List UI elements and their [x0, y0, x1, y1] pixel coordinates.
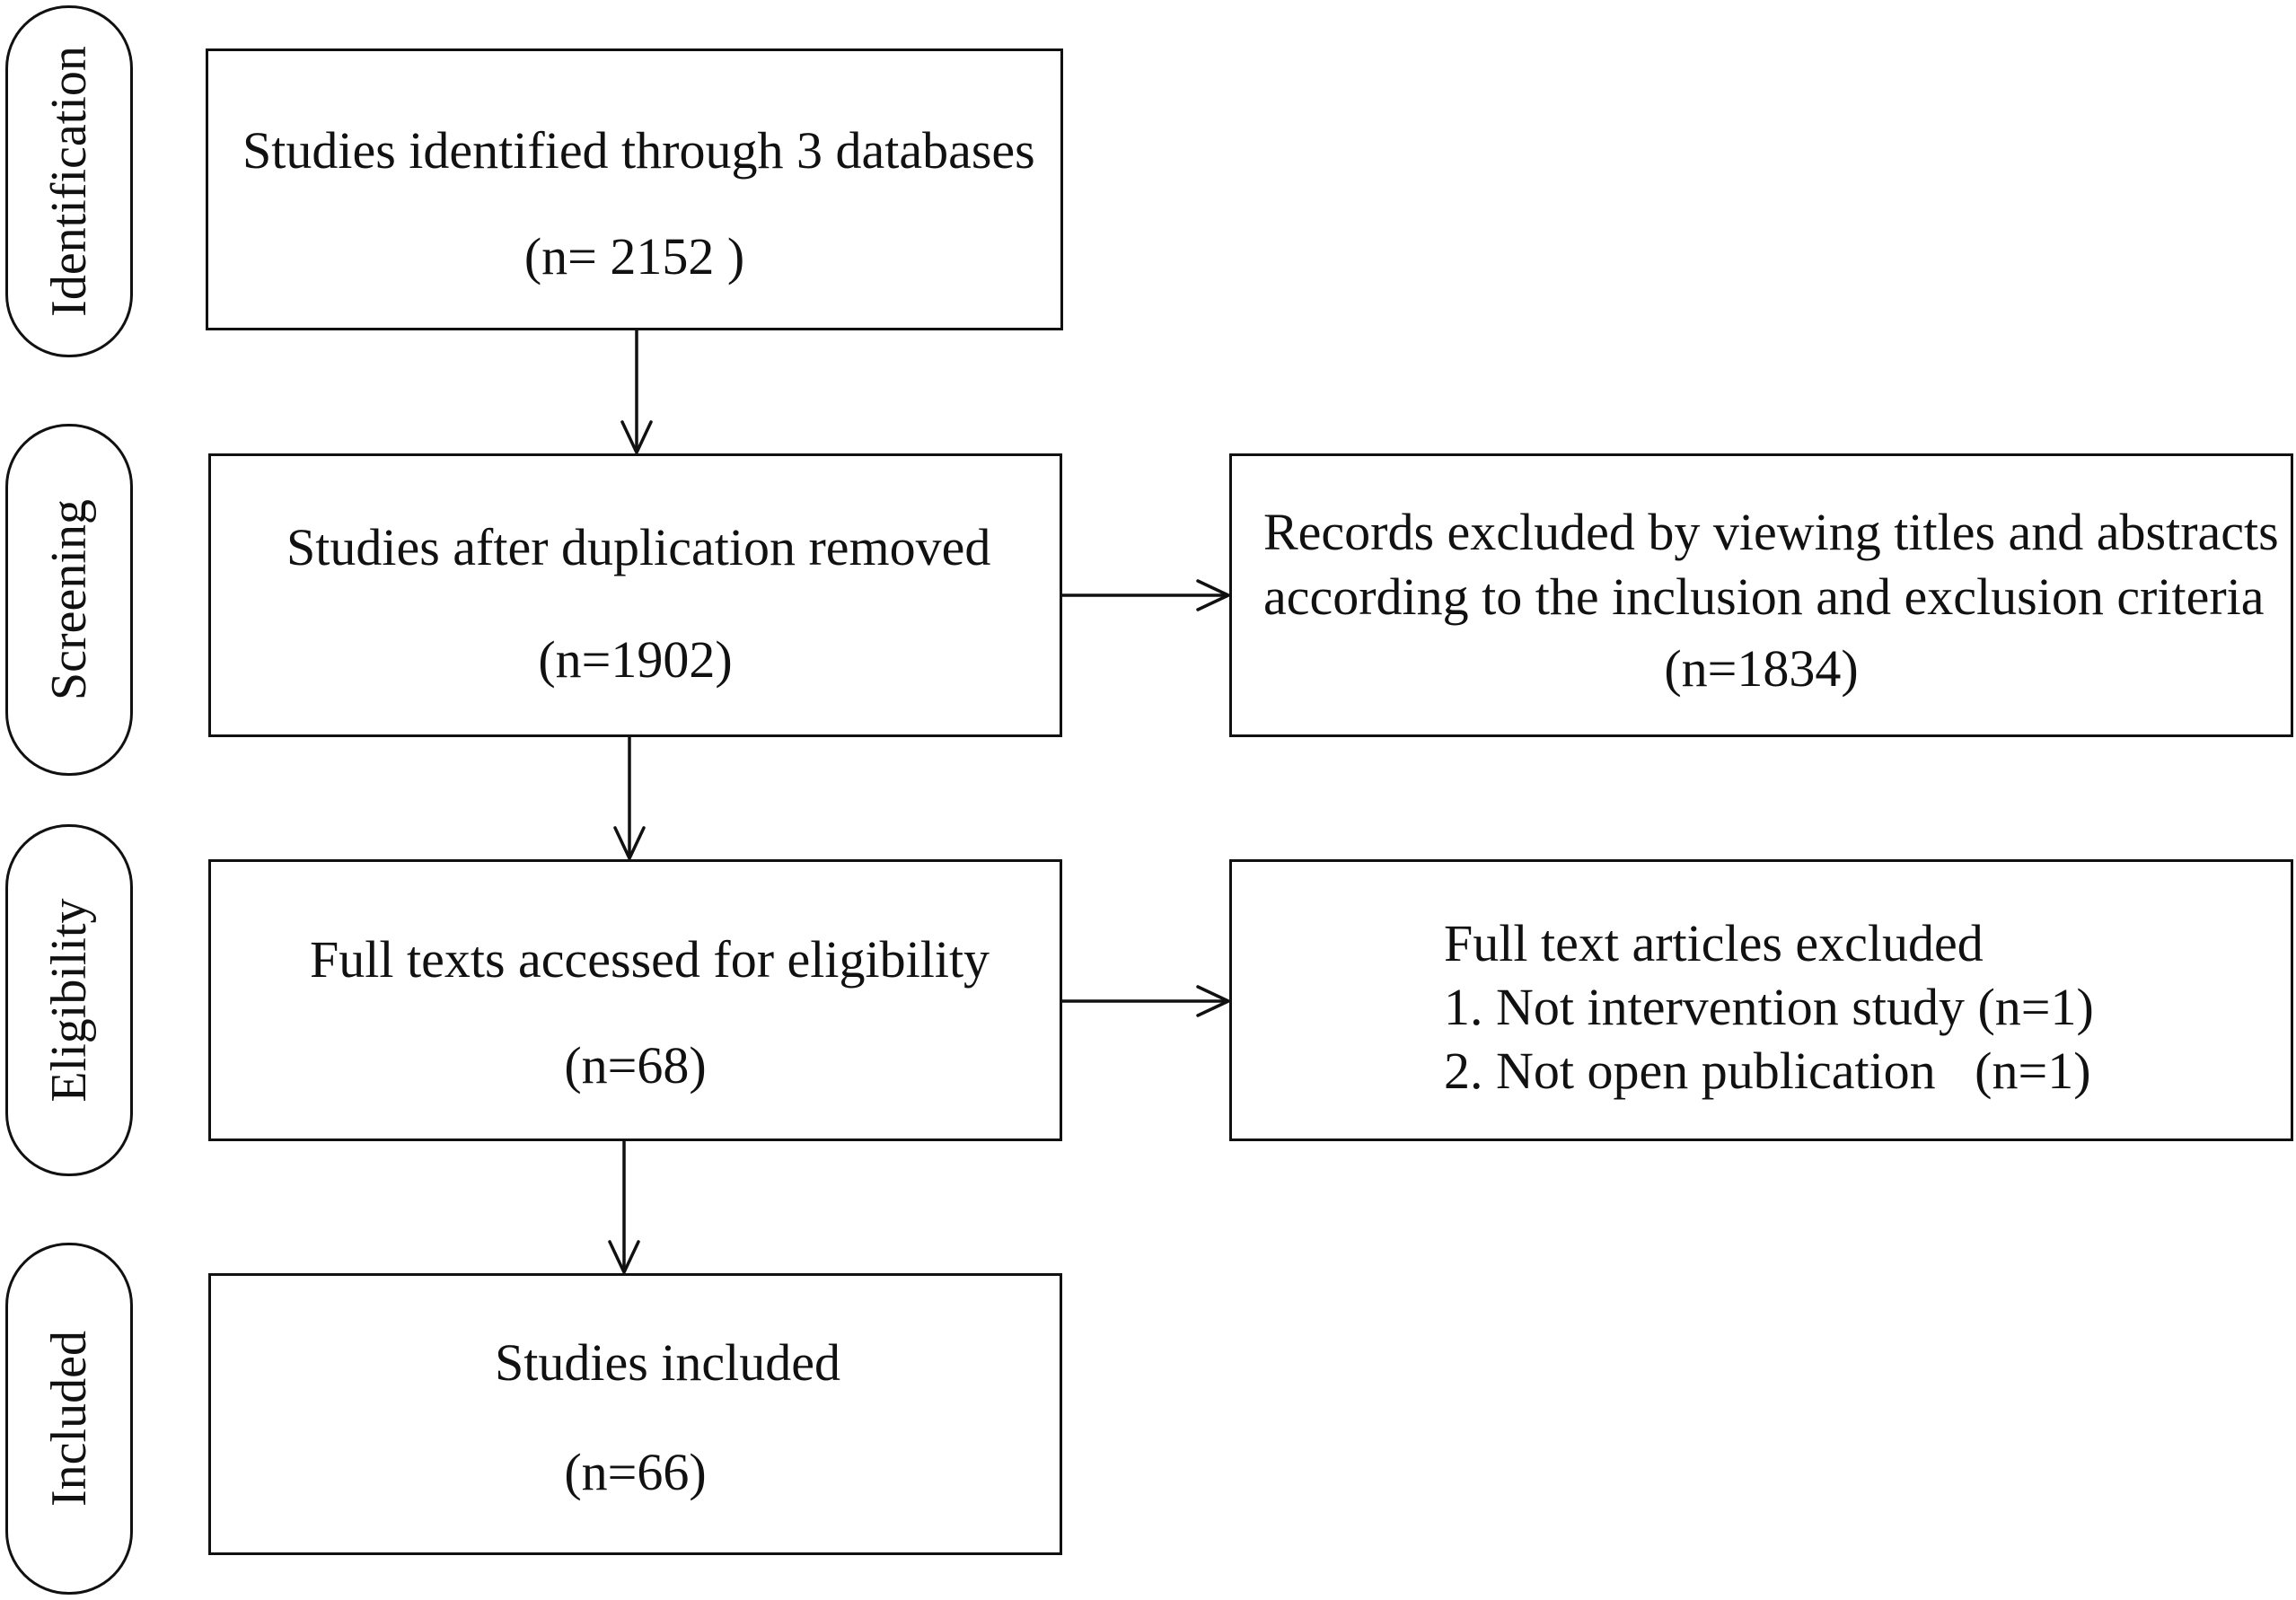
after-duplication-text: Studies after duplication removed: [286, 518, 991, 576]
identified-box: Studies identified through 3 databases (…: [206, 48, 1063, 330]
arrow-eligibility-to-included: [608, 1139, 640, 1274]
full-text-excluded-title: Full text articles excluded: [1444, 914, 1984, 972]
included-text: Studies included: [495, 1333, 841, 1392]
after-duplication-count: (n=1902): [538, 630, 733, 689]
stage-screening: Screening: [5, 424, 133, 776]
stage-eligibility-label: Eligibility: [41, 898, 97, 1103]
records-excluded-text-1: Records excluded by viewing titles and a…: [1263, 503, 2279, 561]
arrow-screening-to-excluded: [1060, 579, 1230, 611]
identified-count: (n= 2152 ): [523, 227, 745, 286]
stage-eligibility: Eligibility: [5, 824, 133, 1176]
full-texts-box: Full texts accessed for eligibility (n=6…: [208, 859, 1062, 1141]
full-texts-count: (n=68): [564, 1036, 707, 1095]
stage-identification-label: Identification: [41, 46, 97, 317]
stage-included-label: Included: [41, 1331, 97, 1507]
included-count: (n=66): [564, 1443, 707, 1501]
records-excluded-count: (n=1834): [1664, 639, 1859, 698]
after-duplication-box: Studies after duplication removed (n=190…: [208, 453, 1062, 737]
identified-text: Studies identified through 3 databases: [242, 121, 1035, 180]
full-texts-text: Full texts accessed for eligibility: [310, 930, 990, 989]
full-text-excluded-reason-1: 1. Not intervention study (n=1): [1444, 978, 2094, 1036]
included-box: Studies included (n=66): [208, 1273, 1062, 1555]
arrow-identified-to-screening: [620, 329, 653, 454]
stage-identification: Identification: [5, 5, 133, 357]
records-excluded-text-2: according to the inclusion and exclusion…: [1263, 567, 2265, 626]
arrow-eligibility-to-excluded: [1060, 985, 1230, 1017]
arrow-screening-to-eligibility: [613, 735, 646, 860]
full-text-excluded-box: Full text articles excluded 1. Not inter…: [1229, 859, 2293, 1141]
stage-included: Included: [5, 1243, 133, 1595]
records-excluded-box: Records excluded by viewing titles and a…: [1229, 453, 2293, 737]
stage-screening-label: Screening: [41, 499, 97, 700]
full-text-excluded-reason-2: 2. Not open publication (n=1): [1444, 1042, 2091, 1100]
